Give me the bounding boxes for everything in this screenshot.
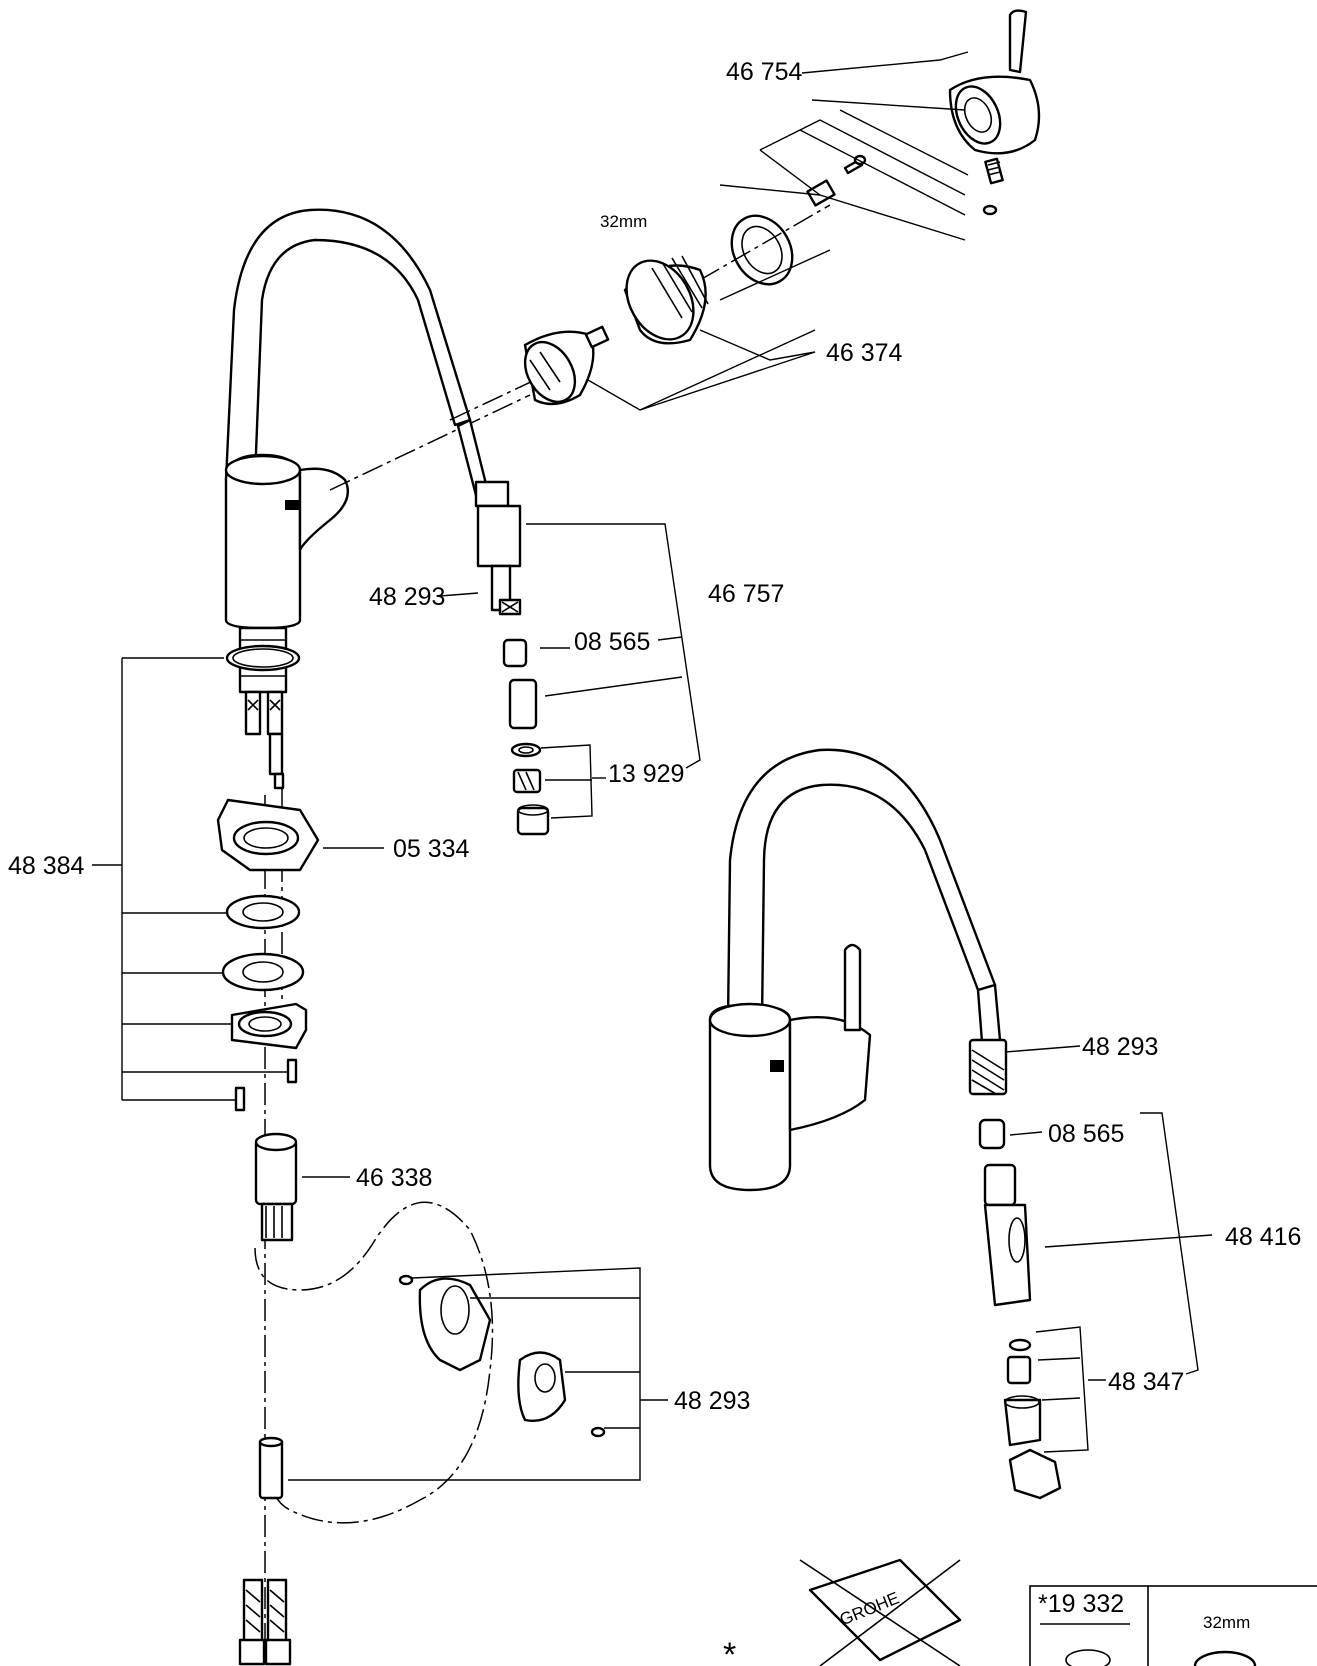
callout-32mm-box: 32mm <box>1203 1613 1250 1632</box>
washer-2 <box>221 952 305 992</box>
callout-32mm-top: 32mm <box>600 212 647 231</box>
callout-48293-b: 48 293 <box>674 1387 750 1415</box>
brand-badge-icon-2 <box>770 1060 784 1072</box>
accessory-table <box>1029 1585 1317 1666</box>
assembled-faucet <box>708 748 1008 1192</box>
supply-hoses <box>238 1578 292 1666</box>
grohe-care-crossed-icon: GROHE <box>799 1558 962 1666</box>
callout-13929: 13 929 <box>608 760 684 788</box>
brand-badge-icon <box>285 500 299 510</box>
washer-1 <box>225 894 301 930</box>
callout-48293-c: 48 293 <box>1082 1033 1158 1061</box>
callout-48384: 48 384 <box>8 852 85 880</box>
callout-48347: 48 347 <box>1108 1368 1184 1396</box>
mounting-flange-05334 <box>216 798 320 872</box>
faucet-body-exploded <box>224 208 536 1660</box>
base-plate <box>230 1002 308 1050</box>
callout-08565-a: 08 565 <box>574 628 650 656</box>
callout-46754: 46 754 <box>726 58 803 86</box>
callout-48416: 48 416 <box>1225 1223 1301 1251</box>
callout-46338: 46 338 <box>356 1164 432 1192</box>
callout-08565-b: 08 565 <box>1048 1120 1124 1148</box>
spray-parts-46757 <box>502 638 550 836</box>
hose-guide-48293 <box>258 1274 606 1500</box>
callout-19332: *19 332 <box>1038 1590 1124 1618</box>
pull-out-hose <box>456 418 522 616</box>
spray-head-48416 <box>978 1118 1062 1500</box>
cap-nut <box>699 204 831 286</box>
lever-handle <box>948 9 1041 216</box>
adapter-screw <box>806 154 867 207</box>
callout-48293-a: 48 293 <box>369 583 445 611</box>
quick-connector-46338 <box>254 1132 298 1242</box>
asterisk-mark: * <box>723 1636 736 1666</box>
mounting-screws <box>234 1058 298 1112</box>
callout-46757: 46 757 <box>708 580 784 608</box>
callout-05334: 05 334 <box>393 835 470 863</box>
threaded-bonnet-32mm <box>623 255 709 345</box>
cartridge <box>523 325 610 406</box>
callout-46374: 46 374 <box>826 339 903 367</box>
